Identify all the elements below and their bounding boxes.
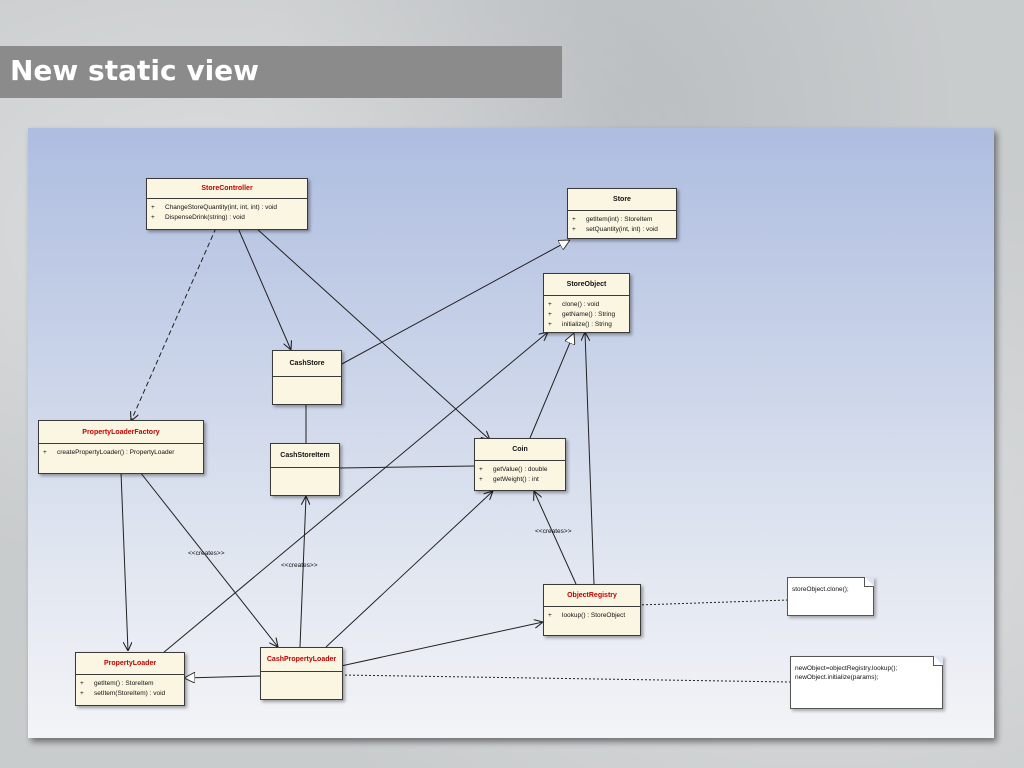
class-cashpropertyloader[interactable]: CashPropertyLoader	[260, 647, 343, 700]
class-cashstoreitem[interactable]: CashStoreItem	[270, 443, 340, 496]
dependency-storecontroller-propertyloaderfactory	[131, 227, 217, 421]
aggregation-coin-cashstoreitem	[339, 466, 475, 468]
creates-cashpropertyloader-cashstoreitem	[299, 496, 306, 648]
class-cashstore[interactable]: CashStore	[272, 350, 342, 405]
note-clone[interactable]: storeObject.clone();	[787, 577, 874, 616]
association-propertyloaderfactory-propertyloader	[120, 471, 128, 651]
operation: +getName() : String	[548, 311, 616, 318]
operations-list: +getItem() : StoreItem +setItem(StoreIte…	[76, 675, 184, 699]
class-propertyloader[interactable]: PropertyLoader +getItem() : StoreItem +s…	[75, 652, 185, 706]
operation: +getItem(int) : StoreItem	[572, 216, 653, 223]
note-link-cashpropertyloader	[340, 674, 791, 683]
class-objectregistry[interactable]: ObjectRegistry +lookup() : StoreObject	[543, 584, 641, 636]
class-name: PropertyLoader	[76, 653, 184, 675]
association-objectregistry-storeobject	[585, 332, 595, 585]
note-fold-corner	[933, 656, 943, 666]
class-name: CashStoreItem	[271, 444, 339, 468]
note-line: storeObject.clone();	[792, 586, 849, 593]
class-storecontroller[interactable]: StoreController +ChangeStoreQuantity(int…	[146, 178, 308, 230]
creates-label-coin: <<creates>>	[535, 528, 572, 535]
association-propertyloader-storeobject	[162, 332, 548, 654]
class-name: StoreObject	[544, 274, 629, 296]
association-cashpropertyloader-coin	[325, 491, 493, 648]
class-name: CashPropertyLoader	[261, 648, 342, 672]
creates-objectregistry-coin	[534, 491, 577, 585]
note-fold-corner	[864, 577, 874, 587]
operation: +initialize() : String	[548, 321, 612, 328]
operations-list: +lookup() : StoreObject	[544, 607, 640, 621]
operations-list: +clone() : void +getName() : String +ini…	[544, 296, 629, 330]
note-line: newObject=objectRegistry.lookup();	[795, 665, 898, 672]
slide-title-bar: New static view	[0, 46, 562, 98]
association-storecontroller-coin	[255, 227, 490, 440]
class-name: PropertyLoaderFactory	[39, 421, 203, 444]
class-name: CashStore	[273, 351, 341, 377]
note-lookup[interactable]: newObject=objectRegistry.lookup(); newOb…	[790, 656, 943, 709]
operations-list: +ChangeStoreQuantity(int, int, int) : vo…	[147, 199, 307, 223]
operation: +ChangeStoreQuantity(int, int, int) : vo…	[151, 204, 278, 211]
class-propertyloaderfactory[interactable]: PropertyLoaderFactory +createPropertyLoa…	[38, 420, 204, 474]
operations-list: +createPropertyLoader() : PropertyLoader	[39, 444, 203, 458]
operation: +getValue() : double	[479, 466, 548, 473]
operation: +clone() : void	[548, 301, 600, 308]
operation: +setQuantity(int, int) : void	[572, 226, 658, 233]
class-name: ObjectRegistry	[544, 585, 640, 607]
association-storecontroller-cashstore	[237, 227, 291, 350]
generalization-cashpropertyloader-propertyloader	[184, 676, 262, 678]
note-line: newObject.initialize(params);	[795, 674, 879, 681]
operation: +getWeight() : int	[479, 476, 539, 483]
slide-title: New static view	[10, 54, 260, 87]
class-storeobject[interactable]: StoreObject +clone() : void +getName() :…	[543, 273, 630, 333]
class-name: Coin	[475, 439, 565, 461]
class-name: Store	[568, 189, 676, 211]
operations-list: +getItem(int) : StoreItem +setQuantity(i…	[568, 211, 676, 235]
class-store[interactable]: Store +getItem(int) : StoreItem +setQuan…	[567, 188, 677, 239]
creates-label-factory: <<creates>>	[188, 550, 225, 557]
operations-list: +getValue() : double +getWeight() : int	[475, 461, 565, 485]
operation: +createPropertyLoader() : PropertyLoader	[43, 449, 175, 456]
operation: +DispenseDrink(string) : void	[151, 214, 245, 221]
operation: +getItem() : StoreItem	[80, 680, 154, 687]
operation: +lookup() : StoreObject	[548, 612, 626, 619]
creates-label-cashstoreitem: <<creates>>	[281, 562, 318, 569]
generalization-cashstore-store	[339, 240, 570, 366]
operation: +setItem(StoreItem) : void	[80, 690, 166, 697]
class-name: StoreController	[147, 179, 307, 199]
generalization-coin-storeobject	[529, 333, 574, 439]
creates-propertyloaderfactory-cashpropertyloader	[139, 471, 278, 647]
class-coin[interactable]: Coin +getValue() : double +getWeight() :…	[474, 438, 566, 491]
connectors-layer	[120, 227, 791, 738]
uml-diagram-canvas: StoreController +ChangeStoreQuantity(int…	[28, 128, 994, 738]
association-cashpropertyloader-objectregistry	[340, 622, 543, 667]
note-link-objectregistry	[637, 599, 789, 606]
